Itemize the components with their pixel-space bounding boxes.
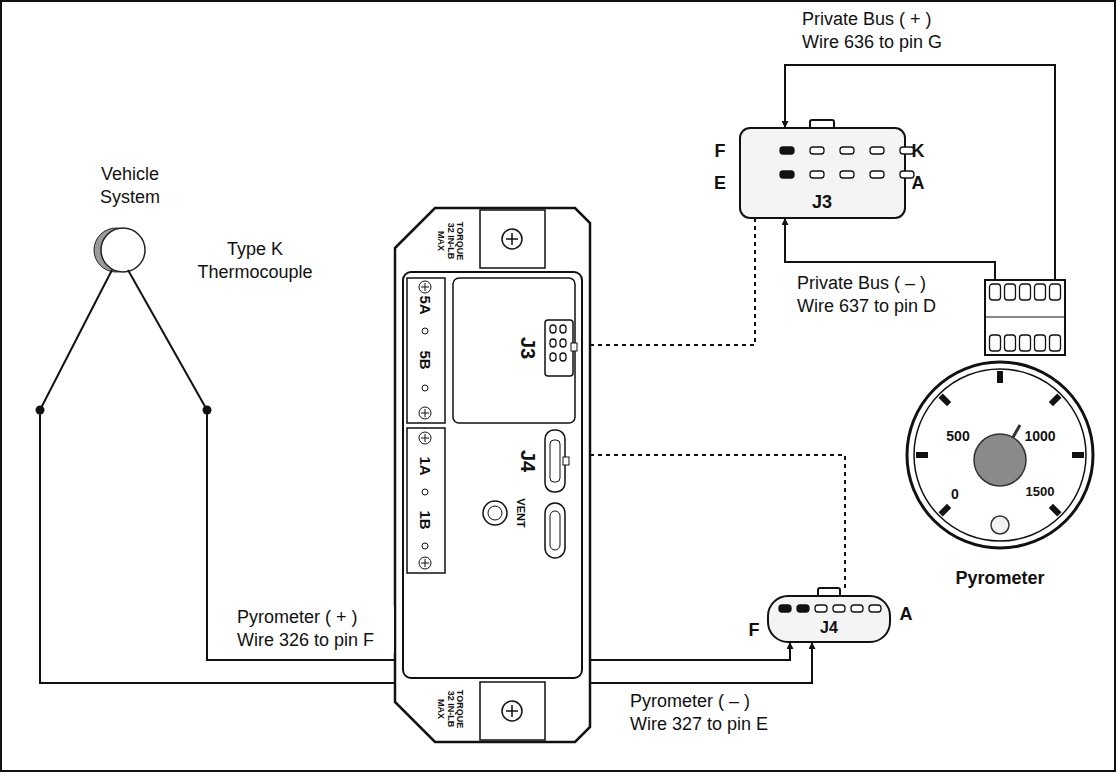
connector-j4: J4 <box>765 588 893 644</box>
wire <box>785 218 995 280</box>
torque-note: TORQUE 32 IN-LB MAX <box>436 216 464 266</box>
terminal-label: 1B <box>416 510 435 529</box>
pin-letter: E <box>714 172 726 195</box>
port-label: J4 <box>515 450 540 472</box>
port-label: J3 <box>515 337 540 359</box>
wire-label: Pyrometer ( – ) Wire 327 to pin E <box>628 690 787 737</box>
pyrometer-gauge: 500 1000 0 1500Pyrometer <box>900 280 1100 595</box>
wire-label: Pyrometer ( + ) Wire 326 to pin F <box>235 606 394 653</box>
terminal-label: 1A <box>416 456 435 475</box>
vent-label: VENT <box>513 498 527 527</box>
connector-name: J3 <box>812 191 832 214</box>
pin-letter: A <box>900 603 913 626</box>
dial-number: 0 <box>950 486 960 504</box>
leader-connector <box>590 218 755 345</box>
wire-label: Private Bus ( + ) Wire 636 to pin G <box>800 8 959 55</box>
thermocouple-sensor: Vehicle SystemType K Thermocouple <box>30 160 350 295</box>
leader-connector <box>590 455 845 588</box>
pin-letter: F <box>749 619 760 642</box>
terminal-label: 5A <box>416 295 435 314</box>
dial-number: 1000 <box>1023 428 1056 446</box>
control-module: 5A 5B J3J4 1A 1B VENT TORQUE 32 IN-LB MAX TORQU… <box>395 208 590 742</box>
terminal-label: 5B <box>416 350 435 369</box>
pyrometer-gauge-outline <box>900 280 1100 595</box>
dial-number: 1500 <box>1025 484 1056 500</box>
connector-name: J4 <box>820 618 838 638</box>
pin-letter: F <box>715 140 726 163</box>
system-label: Vehicle System <box>75 163 185 208</box>
pin-letter: K <box>912 140 925 163</box>
gauge-name: Pyrometer <box>955 567 1044 590</box>
dial-number: 500 <box>945 428 970 446</box>
pin-letter: A <box>912 172 925 195</box>
wire-label: Private Bus ( – ) Wire 637 to pin D <box>795 272 954 319</box>
torque-note: TORQUE 32 IN-LB MAX <box>436 684 464 734</box>
connector-j3: J3 <box>735 120 910 220</box>
sensor-label: Type K Thermocouple <box>180 238 330 283</box>
